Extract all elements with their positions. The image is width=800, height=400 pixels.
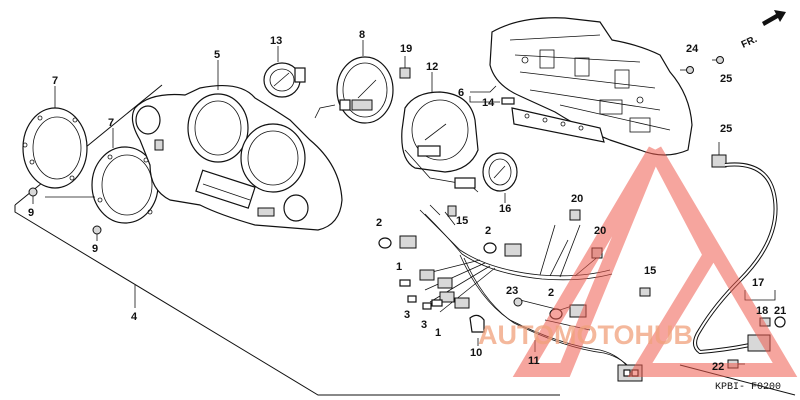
- label-25a: 25: [720, 73, 732, 85]
- screw-19: [399, 56, 411, 79]
- bulb-1b: [431, 299, 443, 307]
- direction-label: FR.: [740, 34, 759, 51]
- gasket-left: [22, 107, 88, 189]
- label-24: 24: [686, 43, 699, 55]
- gauge-13: [263, 62, 306, 98]
- label-10: 10: [470, 347, 482, 359]
- label-3b: 3: [421, 319, 427, 331]
- label-9b: 9: [92, 243, 98, 255]
- label-14: 14: [482, 97, 495, 109]
- gauge-16: [482, 152, 518, 192]
- label-17: 17: [752, 277, 764, 289]
- clip-14: [501, 97, 515, 105]
- label-2c: 2: [548, 287, 554, 299]
- label-2a: 2: [376, 217, 382, 229]
- front-arrow-icon: [762, 10, 786, 26]
- leader-14: [469, 96, 500, 103]
- label-5: 5: [214, 49, 220, 61]
- label-20b: 20: [594, 225, 606, 237]
- label-2b: 2: [485, 225, 491, 237]
- meter-housing-6: [489, 17, 693, 156]
- label-22: 22: [712, 361, 724, 373]
- label-7a: 7: [52, 75, 58, 87]
- bulb-2a: [378, 237, 392, 249]
- socket-b: [504, 243, 522, 257]
- label-19: 19: [400, 43, 412, 55]
- screws-15: [447, 205, 651, 297]
- clamp-10: [469, 314, 485, 333]
- label-11: 11: [528, 355, 540, 367]
- meter-case: [131, 85, 343, 231]
- screw-25a: [712, 56, 724, 64]
- speedometer-12: [401, 91, 479, 193]
- bulb-2b: [483, 242, 497, 254]
- label-3a: 3: [404, 309, 410, 321]
- label-15b: 15: [644, 265, 656, 277]
- bulbs-3: [407, 295, 432, 310]
- frame-line-bottom: [14, 205, 560, 396]
- leader-6: [470, 85, 497, 93]
- speedometer-cable: [693, 162, 778, 355]
- ring-21: [774, 316, 786, 328]
- screw-24: [680, 66, 694, 74]
- screw-25b: [711, 142, 727, 168]
- label-18: 18: [756, 305, 768, 317]
- label-25b: 25: [720, 123, 732, 135]
- diagram-code: KPBI- F0200: [715, 382, 781, 393]
- label-15a: 15: [456, 215, 468, 227]
- label-4: 4: [131, 311, 138, 323]
- watermark-text: AUTOMOTOHUB: [478, 320, 693, 350]
- label-8: 8: [359, 29, 365, 41]
- label-13: 13: [270, 35, 282, 47]
- label-16: 16: [499, 203, 511, 215]
- label-1b: 1: [435, 327, 441, 339]
- label-6: 6: [458, 87, 464, 99]
- label-21: 21: [774, 305, 786, 317]
- label-7b: 7: [108, 117, 114, 129]
- label-20a: 20: [571, 193, 583, 205]
- tachometer-8: [314, 56, 394, 124]
- bulb-1a: [399, 279, 411, 287]
- watermark-logo: [512, 146, 798, 377]
- label-12: 12: [426, 61, 438, 73]
- label-23: 23: [506, 285, 518, 297]
- screw-9a: [28, 187, 38, 204]
- light-board-14: [511, 107, 605, 143]
- sockets-left: [419, 269, 470, 309]
- socket-a: [399, 235, 417, 249]
- grommet-23: [513, 297, 523, 307]
- gasket-right: [91, 146, 159, 224]
- label-9a: 9: [28, 207, 34, 219]
- label-1a: 1: [396, 261, 402, 273]
- screw-9b: [92, 225, 102, 241]
